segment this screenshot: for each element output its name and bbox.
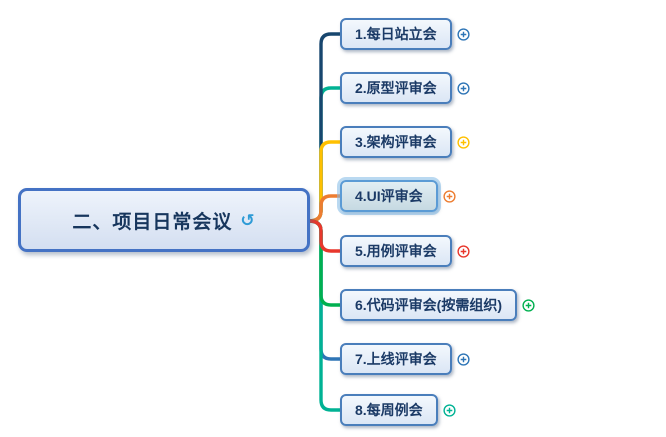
branch-line-1	[307, 32, 342, 223]
expand-icon-1[interactable]	[457, 27, 470, 41]
topic-node-4[interactable]: 4.UI评审会	[340, 180, 438, 212]
branch-row-1: 1.每日站立会	[340, 18, 470, 50]
topic-node-1[interactable]: 1.每日站立会	[340, 18, 452, 50]
branch-line-3	[307, 140, 342, 223]
branch-row-8: 8.每周例会	[340, 394, 456, 426]
topic-node-2[interactable]: 2.原型评审会	[340, 72, 452, 104]
main-topic-label: 二、项目日常会议	[72, 211, 233, 233]
expand-icon-3[interactable]	[457, 135, 470, 149]
branch-line-2	[307, 86, 342, 223]
expand-icon-2[interactable]	[457, 81, 470, 95]
branch-line-5	[307, 219, 342, 253]
expand-icon-7[interactable]	[457, 352, 470, 366]
branch-row-7: 7.上线评审会	[340, 343, 470, 375]
branch-row-3: 3.架构评审会	[340, 126, 470, 158]
expand-icon-5[interactable]	[457, 244, 470, 258]
branch-row-2: 2.原型评审会	[340, 72, 470, 104]
branch-row-6: 6.代码评审会(按需组织)	[340, 289, 535, 321]
expand-icon-6[interactable]	[522, 298, 535, 312]
hyperlink-icon[interactable]: ↺	[240, 210, 256, 230]
expand-icon-4[interactable]	[443, 189, 456, 203]
main-topic-node[interactable]: 二、项目日常会议 ↺	[18, 188, 310, 252]
topic-node-6[interactable]: 6.代码评审会(按需组织)	[340, 289, 517, 321]
branch-line-4	[307, 194, 342, 223]
topic-node-3[interactable]: 3.架构评审会	[340, 126, 452, 158]
branch-row-5: 5.用例评审会	[340, 235, 470, 267]
topic-node-7[interactable]: 7.上线评审会	[340, 343, 452, 375]
branch-line-6	[307, 219, 342, 307]
expand-icon-8[interactable]	[443, 403, 456, 417]
branch-row-4: 4.UI评审会	[340, 180, 456, 212]
branch-line-7	[307, 219, 342, 361]
topic-node-8[interactable]: 8.每周例会	[340, 394, 438, 426]
topic-node-5[interactable]: 5.用例评审会	[340, 235, 452, 267]
